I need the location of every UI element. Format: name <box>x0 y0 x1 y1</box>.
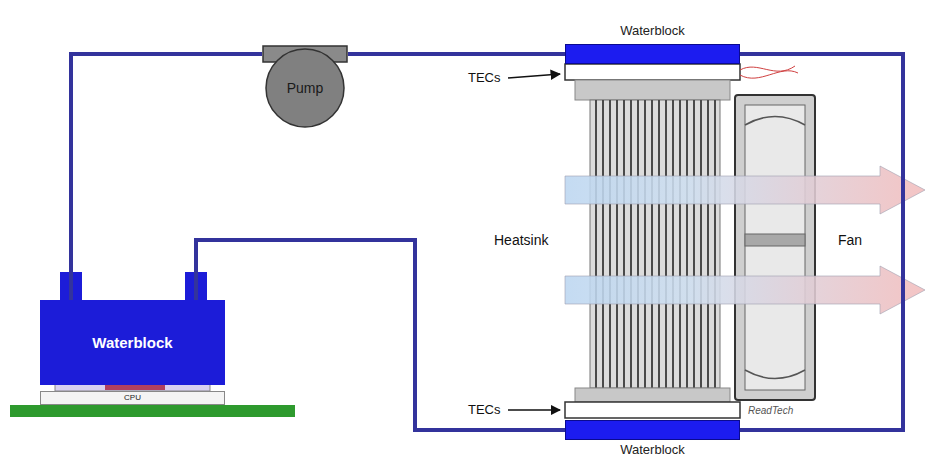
part-label: Heatsink <box>494 232 548 248</box>
tec-layer <box>565 64 740 80</box>
watermark: ReadTech <box>748 405 793 417</box>
fan-blade-edge <box>745 117 805 379</box>
part-label: TECs <box>468 71 501 86</box>
heatsink-waterblock: Waterblock <box>565 420 740 440</box>
node-label: Pump <box>262 80 348 96</box>
node-label: Waterblock <box>92 334 172 351</box>
fan-inner <box>745 105 805 390</box>
pointer-arrow <box>508 74 560 78</box>
part-label: Fan <box>838 232 862 248</box>
part-heading: Waterblock <box>536 443 769 458</box>
heatsink-plate <box>575 80 730 100</box>
heatsink-body <box>590 100 720 388</box>
coolant-tube <box>71 54 262 300</box>
airflow-arrow <box>565 266 925 314</box>
coolant-tube <box>740 54 903 430</box>
tec-layer <box>565 402 740 418</box>
coolant-tube <box>196 240 565 430</box>
contact-plate <box>55 384 210 391</box>
heatsink-waterblock: Waterblock <box>565 44 740 64</box>
motherboard <box>10 405 295 417</box>
node-label: CPU <box>124 394 141 402</box>
cpu-waterblock: Waterblock <box>40 300 225 385</box>
heatsink-plate <box>575 388 730 402</box>
cpu-die <box>105 385 165 390</box>
fan-frame <box>735 95 815 400</box>
part-heading: Waterblock <box>536 24 769 39</box>
pointer-arrow <box>508 409 560 411</box>
tec-wire <box>740 71 798 78</box>
cpu-chip: CPU <box>40 391 225 405</box>
airflow-arrow <box>565 166 925 214</box>
coolant-tube <box>348 52 565 56</box>
fan-hub <box>745 234 805 246</box>
heatsink-fins <box>596 100 715 388</box>
part-label: TECs <box>468 403 501 418</box>
pump: Pump <box>262 40 348 128</box>
